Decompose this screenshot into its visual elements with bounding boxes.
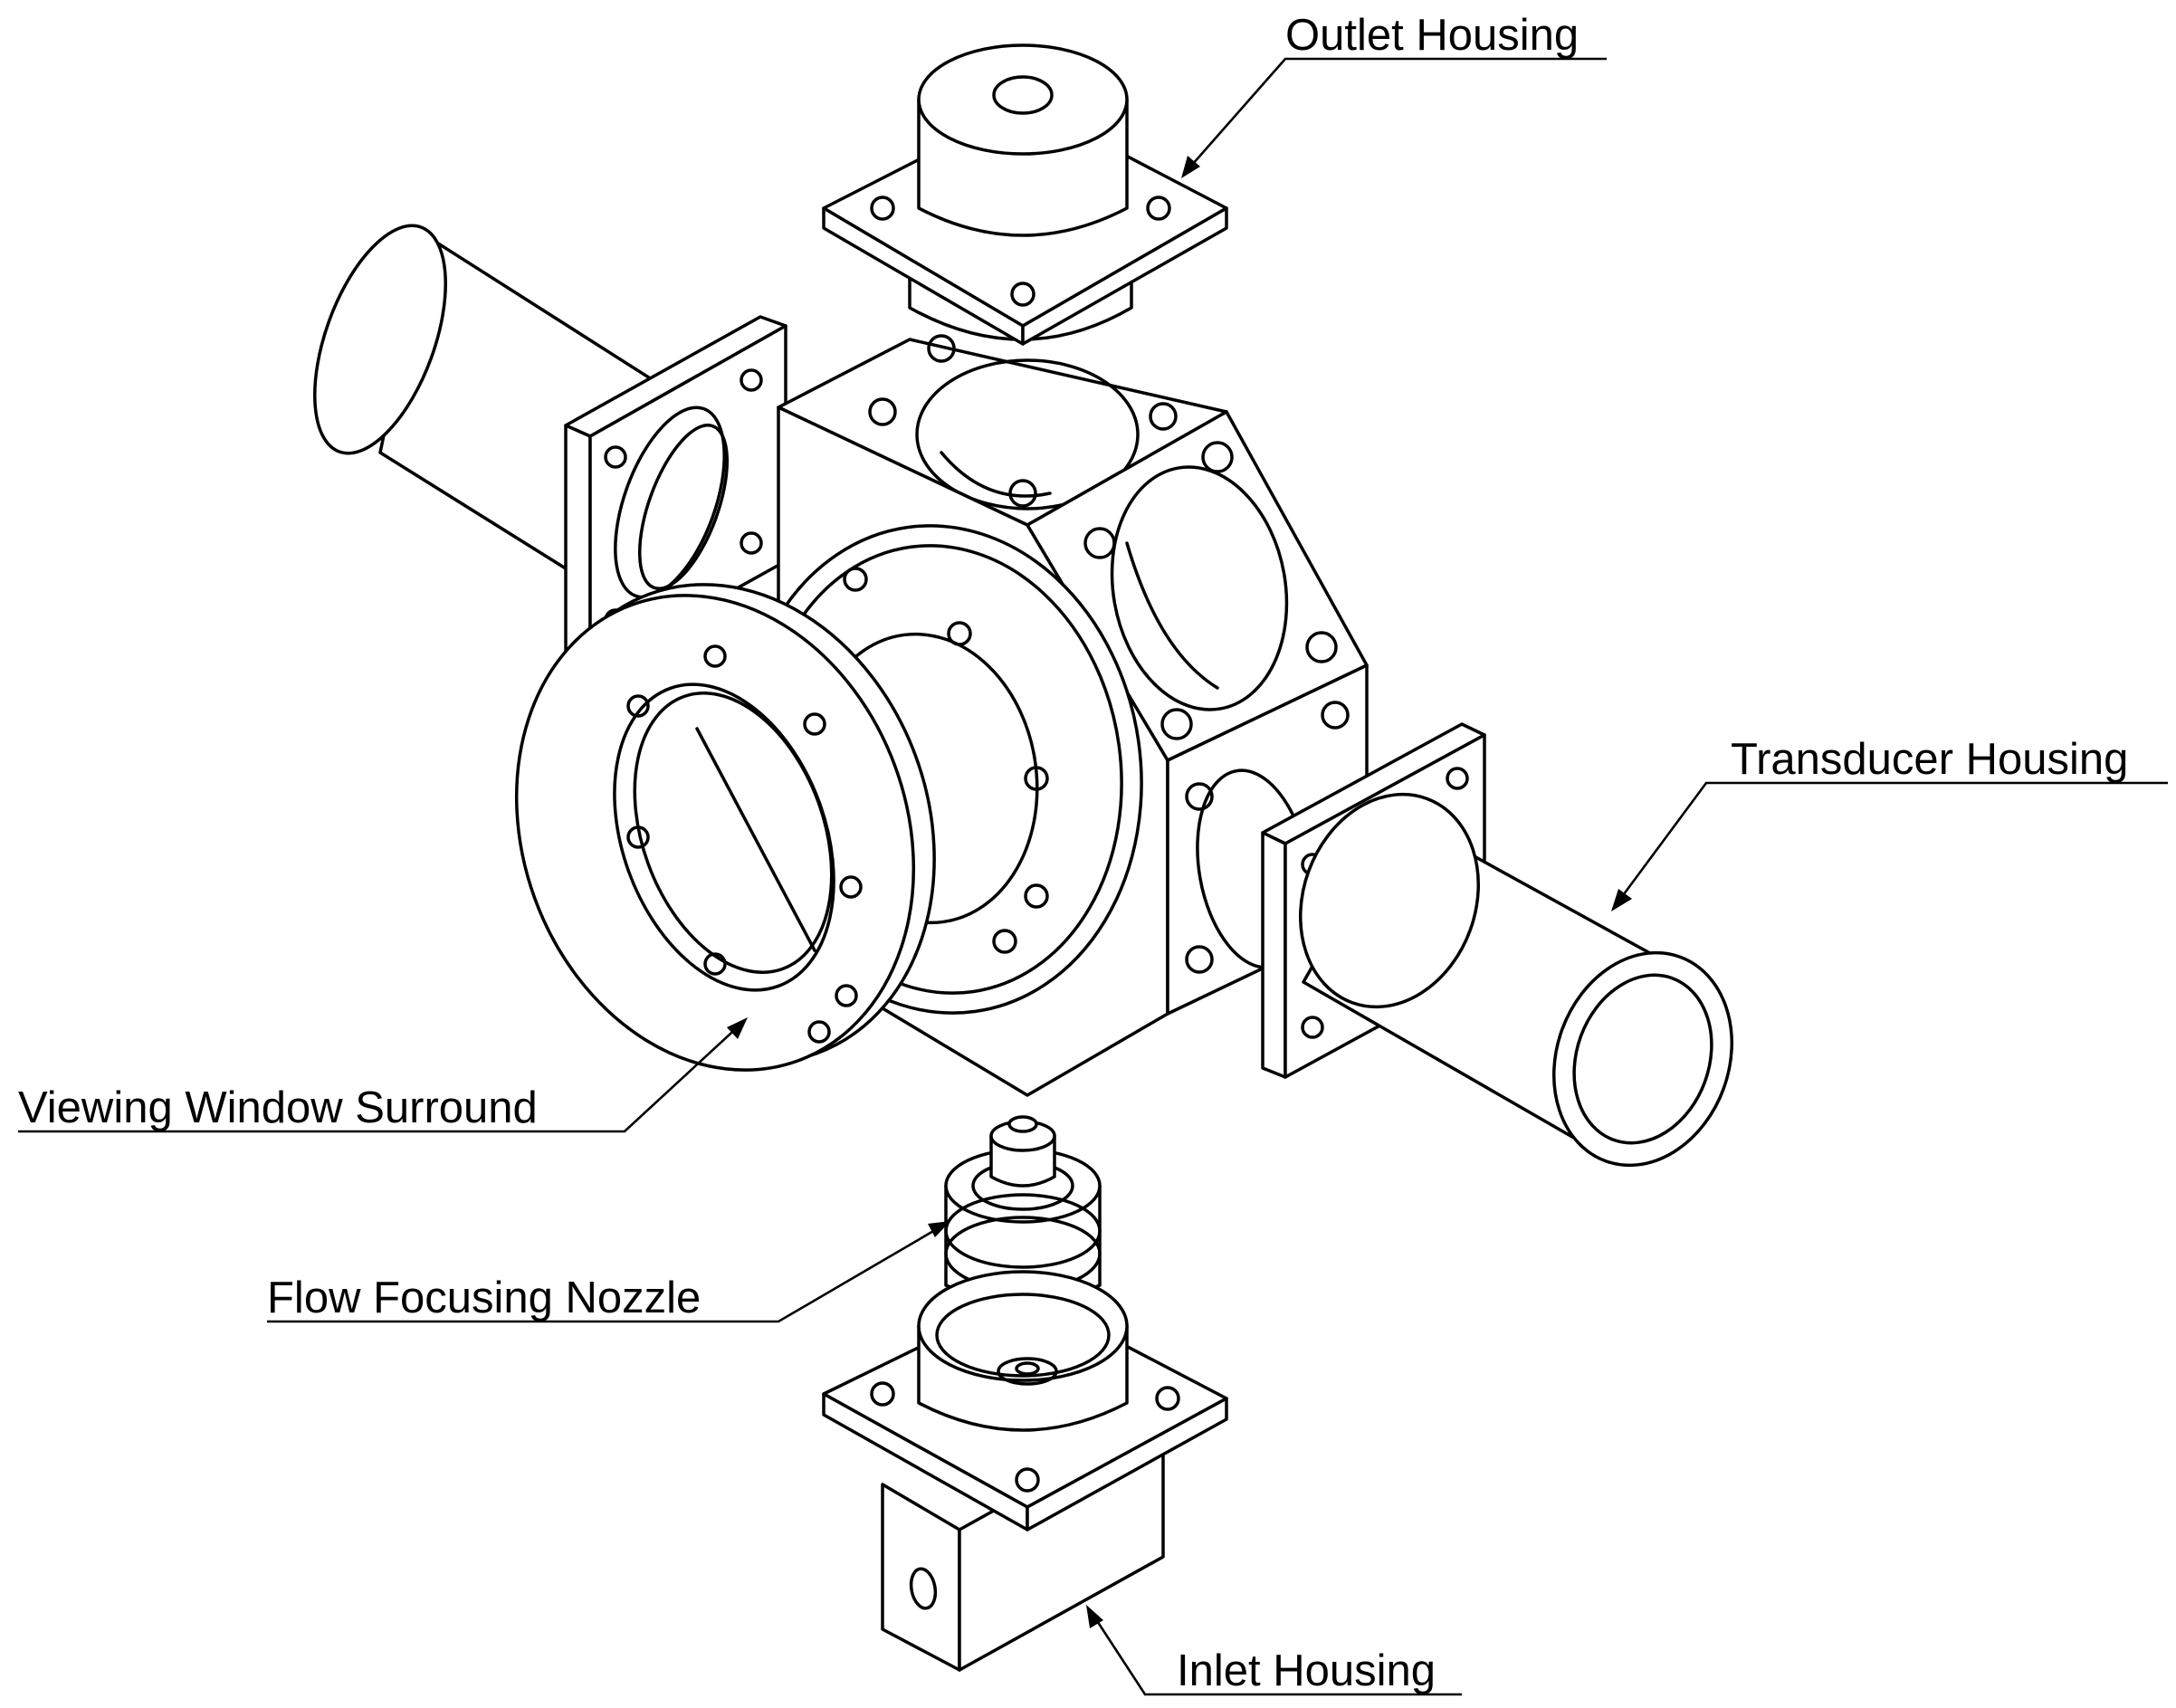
label-flow-focusing-nozzle: Flow Focusing Nozzle: [267, 1274, 701, 1322]
label-viewing-window-surround: Viewing Window Surround: [18, 1083, 538, 1132]
label-transducer-housing: Transducer Housing: [1731, 735, 2128, 784]
label-inlet-housing: Inlet Housing: [1177, 1646, 1436, 1695]
outlet-housing-part: [822, 43, 1228, 346]
transducer-housing-part: [1261, 722, 1734, 1168]
inlet-housing-part: [822, 1270, 1228, 1672]
left-transducer-housing: [313, 224, 787, 672]
leader-lines: [18, 57, 2168, 1696]
viewing-window-surround-part: [514, 583, 936, 1072]
label-outlet-housing: Outlet Housing: [1285, 11, 1579, 60]
